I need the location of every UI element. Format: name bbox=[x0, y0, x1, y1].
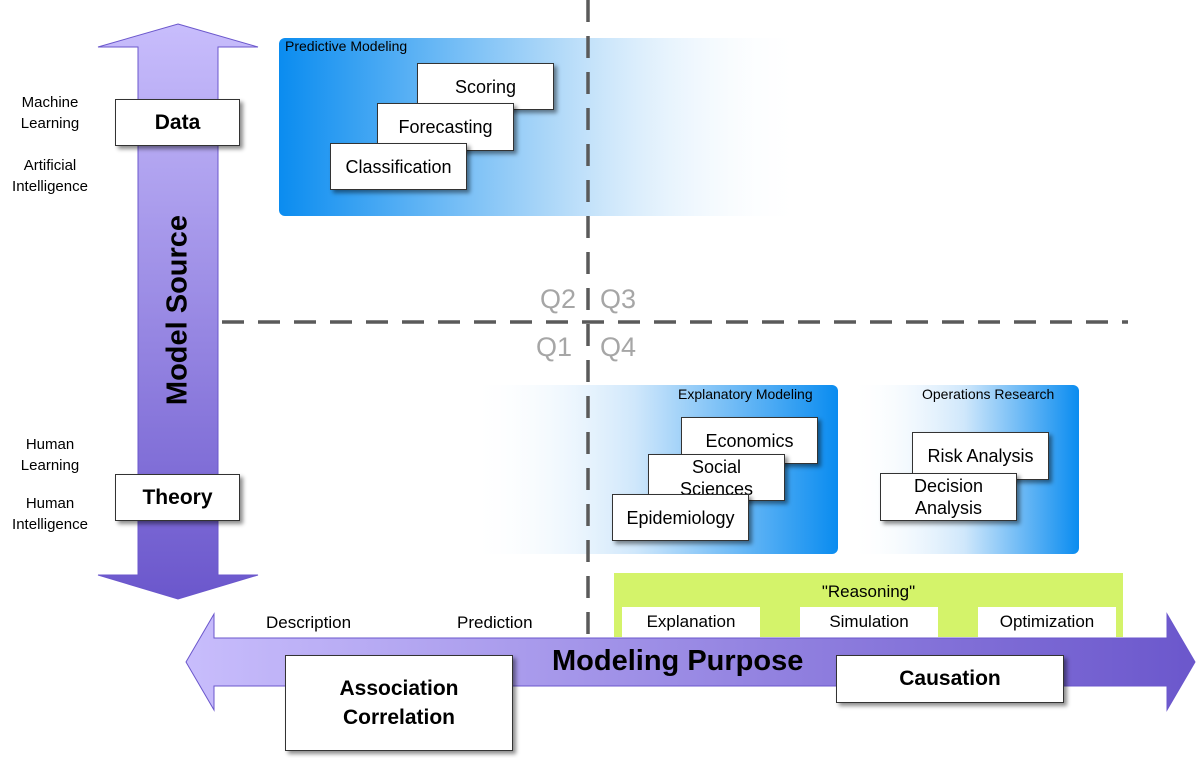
quadrant-q1: Q1 bbox=[536, 332, 573, 362]
artificial-intelligence-note: Artificial Intelligence bbox=[12, 157, 88, 195]
explanation-box: Explanation bbox=[622, 607, 760, 637]
modeling-purpose-title: Modeling Purpose bbox=[552, 645, 804, 677]
epidemiology-box: Epidemiology bbox=[612, 494, 749, 541]
human-learning-note: Human Learning bbox=[20, 436, 80, 474]
data-box: Data bbox=[115, 99, 240, 146]
reasoning-title: "Reasoning" bbox=[821, 582, 916, 601]
explanatory-modeling-label: Explanatory Modeling bbox=[678, 386, 813, 402]
vertical-arrow bbox=[97, 23, 259, 600]
causation-box: Causation bbox=[836, 655, 1064, 703]
human-intelligence-note: Human Intelligence bbox=[12, 495, 88, 533]
predictive-modeling-label: Predictive Modeling bbox=[285, 38, 408, 54]
optimization-box: Optimization bbox=[978, 607, 1116, 637]
theory-box: Theory bbox=[115, 474, 240, 521]
quadrant-q3: Q3 bbox=[600, 284, 637, 314]
model-source-title: Model Source bbox=[161, 214, 194, 406]
quadrant-q4: Q4 bbox=[600, 332, 637, 362]
association-correlation-box: Association Correlation bbox=[285, 655, 513, 751]
classification-box: Classification bbox=[330, 143, 467, 190]
risk-analysis-box: Risk Analysis bbox=[912, 432, 1049, 480]
simulation-box: Simulation bbox=[800, 607, 938, 637]
decision-analysis-box: Decision Analysis bbox=[880, 473, 1017, 521]
prediction-label: Prediction bbox=[457, 613, 533, 632]
scoring-box: Scoring bbox=[417, 63, 554, 110]
operations-research-label: Operations Research bbox=[922, 386, 1055, 402]
description-label: Description bbox=[266, 613, 352, 632]
machine-learning-note: Machine Learning bbox=[20, 94, 80, 132]
quadrant-q2: Q2 bbox=[540, 284, 577, 314]
